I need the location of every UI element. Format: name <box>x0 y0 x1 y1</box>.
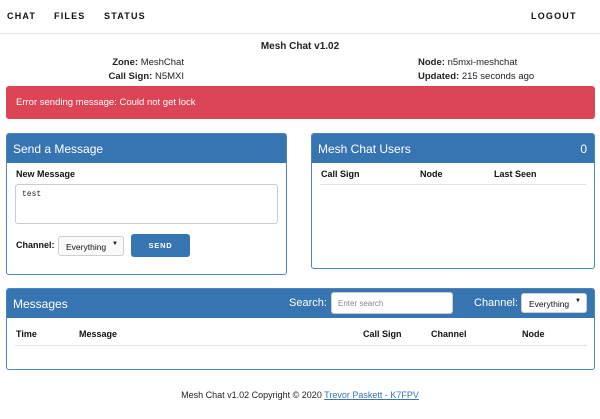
users-header-divider <box>320 184 586 185</box>
callsign-label: Call Sign: <box>108 71 153 82</box>
zone-value: MeshChat <box>140 57 184 68</box>
send-channel-select[interactable]: Everything ▼ <box>58 236 124 256</box>
messages-panel: Messages Search: Enter search Channel: E… <box>6 288 595 370</box>
messages-header-divider <box>15 345 587 346</box>
send-channel-label: Channel: <box>16 240 55 250</box>
callsign-info: Call Sign: N5MXI <box>109 71 185 82</box>
updated-value: 215 seconds ago <box>461 71 535 82</box>
zone-label: Zone: <box>112 57 139 68</box>
send-button[interactable]: SEND <box>131 234 190 257</box>
users-panel-header: Mesh Chat Users 0 <box>312 134 594 163</box>
node-label: Node: <box>418 57 445 68</box>
page-title: Mesh Chat v1.02 <box>260 41 340 52</box>
users-col-callsign[interactable]: Call Sign <box>321 169 360 179</box>
messages-channel-select[interactable]: Everything ▼ <box>521 293 587 313</box>
error-alert: Error sending message: Could not get loc… <box>6 86 595 119</box>
messages-col-callsign[interactable]: Call Sign <box>363 329 402 339</box>
nav-logout-link[interactable]: LOGOUT <box>531 11 577 21</box>
users-col-node[interactable]: Node <box>420 169 443 179</box>
send-panel-header: Send a Message <box>7 134 286 163</box>
error-alert-text: Error sending message: Could not get loc… <box>16 97 196 108</box>
caret-down-icon: ▼ <box>575 298 581 304</box>
nav-status-link[interactable]: STATUS <box>104 11 146 21</box>
send-panel-title: Send a Message <box>13 142 104 156</box>
footer-author-link[interactable]: Trevor Paskett - K7FPV <box>324 390 419 400</box>
users-panel: Mesh Chat Users 0 Call Sign Node Last Se… <box>311 133 595 269</box>
messages-col-node[interactable]: Node <box>522 329 545 339</box>
send-channel-value: Everything <box>66 242 107 252</box>
footer-text: Mesh Chat v1.02 Copyright © 2020 <box>181 390 322 400</box>
messages-col-channel[interactable]: Channel <box>431 329 467 339</box>
message-textarea[interactable]: test <box>15 184 278 224</box>
caret-down-icon: ▼ <box>112 241 118 247</box>
nav-files-link[interactable]: FILES <box>54 11 86 21</box>
users-col-lastseen[interactable]: Last Seen <box>494 169 537 179</box>
top-navbar: CHAT FILES STATUS LOGOUT <box>0 0 600 34</box>
users-count: 0 <box>580 142 587 156</box>
messages-col-message[interactable]: Message <box>79 329 118 339</box>
messages-channel-label: Channel: <box>474 297 519 309</box>
send-message-panel: Send a Message New Message test Channel:… <box>6 133 287 275</box>
node-info: Node: n5mxi-meshchat <box>418 57 517 68</box>
nav-chat-link[interactable]: CHAT <box>7 11 37 21</box>
zone-info: Zone: MeshChat <box>112 57 184 68</box>
updated-label: Updated: <box>418 71 460 82</box>
messages-channel-value: Everything <box>529 299 570 309</box>
node-value: n5mxi-meshchat <box>447 57 518 68</box>
search-input[interactable]: Enter search <box>331 292 453 314</box>
messages-col-time[interactable]: Time <box>16 329 37 339</box>
search-label: Search: <box>289 297 327 309</box>
new-message-label: New Message <box>16 169 76 179</box>
messages-panel-header: Messages Search: Enter search Channel: E… <box>7 289 594 318</box>
callsign-value: N5MXI <box>154 71 184 82</box>
footer: Mesh Chat v1.02 Copyright © 2020 Trevor … <box>0 390 600 400</box>
messages-panel-title: Messages <box>13 297 68 311</box>
updated-info: Updated: 215 seconds ago <box>418 71 534 82</box>
users-panel-title: Mesh Chat Users <box>318 142 411 156</box>
